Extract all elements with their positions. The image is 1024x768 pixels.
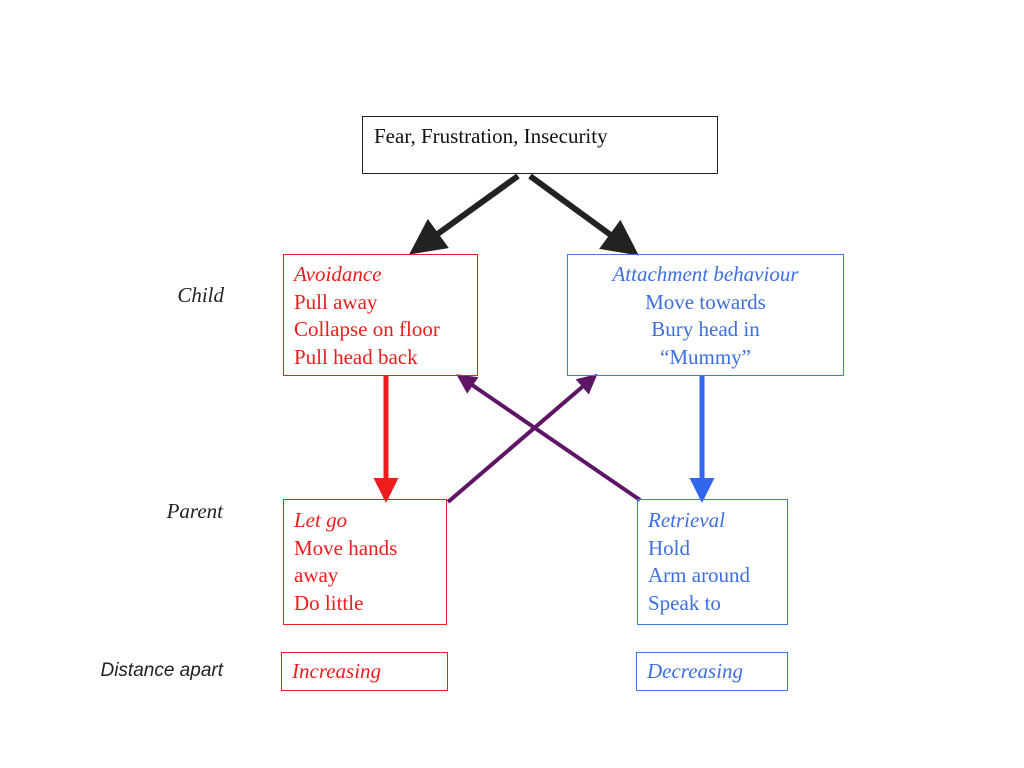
retrieval-line: Speak to [648,590,721,615]
arrow-to-avoidance [409,173,520,255]
row-label-child: Child [177,283,224,307]
letgo-line: Do little [294,590,364,615]
avoidance-title: Avoidance [294,262,382,286]
parent-letgo-box: Let go Move hands away Do little [283,499,447,625]
letgo-line: away [294,563,339,587]
retrieval-line: Hold [648,535,690,560]
top-emotion-box: Fear, Frustration, Insecurity [362,116,718,174]
retrieval-title: Retrieval [648,508,725,532]
top-emotion-text: Fear, Frustration, Insecurity [374,124,608,148]
row-label-parent: Parent [166,499,223,523]
letgo-title: Let go [294,508,348,532]
arrow-letgo-to-attachment [446,373,598,504]
row-label-distance: Distance apart [100,660,223,681]
child-attachment-box: Attachment behaviour Move towards Bury h… [567,254,844,376]
arrow-to-attachment [528,173,639,256]
distance-increasing-label: Increasing [292,659,382,683]
distance-decreasing-label: Decreasing [647,659,744,683]
retrieval-line: Arm around [648,563,751,587]
avoidance-line: Pull head back [294,344,418,369]
letgo-line: Move hands [294,535,398,560]
child-avoidance-box: Avoidance Pull away Collapse on floor Pu… [283,254,478,376]
attachment-title: Attachment behaviour [612,262,799,286]
distance-increasing-box: Increasing [281,652,448,691]
parent-retrieval-box: Retrieval Hold Arm around Speak to [637,499,788,625]
attachment-line: Move towards [645,289,766,314]
avoidance-line: Collapse on floor [294,317,440,341]
attachment-line: Bury head in [651,317,760,341]
distance-decreasing-box: Decreasing [636,652,788,691]
arrow-retrieval-to-avoidance [456,374,642,502]
avoidance-line: Pull away [294,289,378,314]
attachment-line: “Mummy” [660,344,751,369]
